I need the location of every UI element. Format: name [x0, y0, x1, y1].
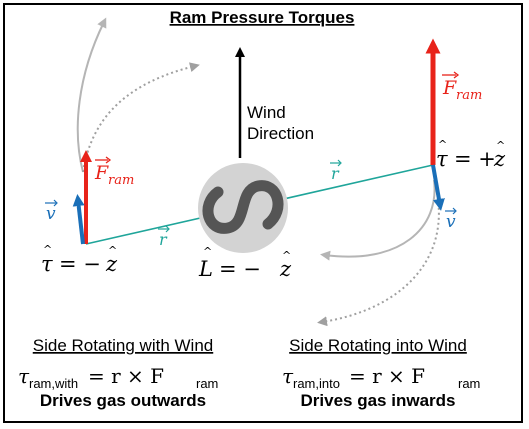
svg-text:^: ^ — [43, 243, 52, 256]
right-caption-f-sub: ram — [458, 376, 480, 391]
diagram-border — [3, 3, 523, 423]
right-caption-effect: Drives gas inwards — [301, 391, 456, 410]
right-torque-equation: ^ τ = + ^ z — [436, 138, 506, 171]
right-velocity-label: v — [445, 207, 457, 232]
L-z-symbol: z — [279, 257, 292, 281]
left-radius-label: r — [158, 225, 170, 249]
right-caption-eq-mid: = r × F — [349, 364, 425, 388]
left-z-symbol: z — [105, 252, 118, 276]
left-caption-f-sub: ram — [196, 376, 218, 391]
right-tau-symbol: τ — [436, 147, 448, 171]
left-tau-rhs: = − — [59, 252, 101, 276]
wind-label-line1: Wind — [247, 103, 286, 122]
svg-text:^: ^ — [282, 249, 291, 262]
L-symbol: L — [198, 257, 213, 281]
left-caption: Side Rotating with Wind τ ram,with = r ×… — [18, 336, 218, 410]
right-gas-trail-dotted — [317, 187, 440, 327]
right-tau-rhs: = + — [454, 147, 496, 171]
wind-label-line2: Direction — [247, 124, 314, 143]
right-velocity-arrow — [431, 164, 445, 211]
L-rhs: = − — [219, 257, 261, 281]
left-velocity-symbol: v — [46, 204, 56, 224]
right-caption: Side Rotating into Wind τ ram,into = r ×… — [282, 336, 480, 410]
right-force-label: F ram — [442, 71, 482, 103]
right-force-symbol: F — [442, 77, 457, 99]
right-radius-symbol: r — [331, 164, 340, 183]
left-caption-tau: τ — [18, 364, 30, 388]
galaxy-icon — [198, 163, 288, 253]
galaxy-spiral-arms — [202, 180, 284, 234]
left-tau-symbol: τ — [41, 252, 53, 276]
right-caption-heading: Side Rotating into Wind — [289, 336, 467, 355]
left-velocity-arrow — [72, 194, 85, 245]
right-velocity-symbol: v — [446, 212, 456, 232]
left-velocity-label: v — [45, 199, 58, 224]
right-gas-trail-solid — [320, 179, 436, 261]
left-force-symbol: F — [94, 162, 109, 184]
left-force-subscript: ram — [108, 173, 134, 188]
diagram-title: Ram Pressure Torques — [170, 8, 355, 27]
left-caption-effect: Drives gas outwards — [40, 391, 206, 410]
angular-momentum-equation: ^ L = − ^ z — [198, 245, 292, 281]
left-caption-eq-mid: = r × F — [88, 364, 164, 388]
right-caption-tau-sub: ram,into — [293, 376, 340, 391]
svg-text:^: ^ — [108, 244, 117, 257]
left-torque-equation: ^ τ = − ^ z — [41, 243, 118, 276]
left-gas-trail-dotted — [82, 62, 200, 173]
left-radius-symbol: r — [159, 230, 168, 249]
right-radius-label: r — [330, 159, 342, 183]
right-z-symbol: z — [493, 147, 506, 171]
left-force-label: F ram — [94, 156, 134, 188]
right-force-subscript: ram — [456, 88, 482, 103]
svg-text:^: ^ — [496, 139, 505, 152]
svg-text:^: ^ — [203, 245, 212, 258]
left-caption-heading: Side Rotating with Wind — [33, 336, 213, 355]
left-gas-trail-solid — [76, 17, 107, 173]
svg-text:^: ^ — [438, 138, 447, 151]
left-caption-tau-sub: ram,with — [29, 376, 78, 391]
right-caption-tau: τ — [282, 364, 294, 388]
